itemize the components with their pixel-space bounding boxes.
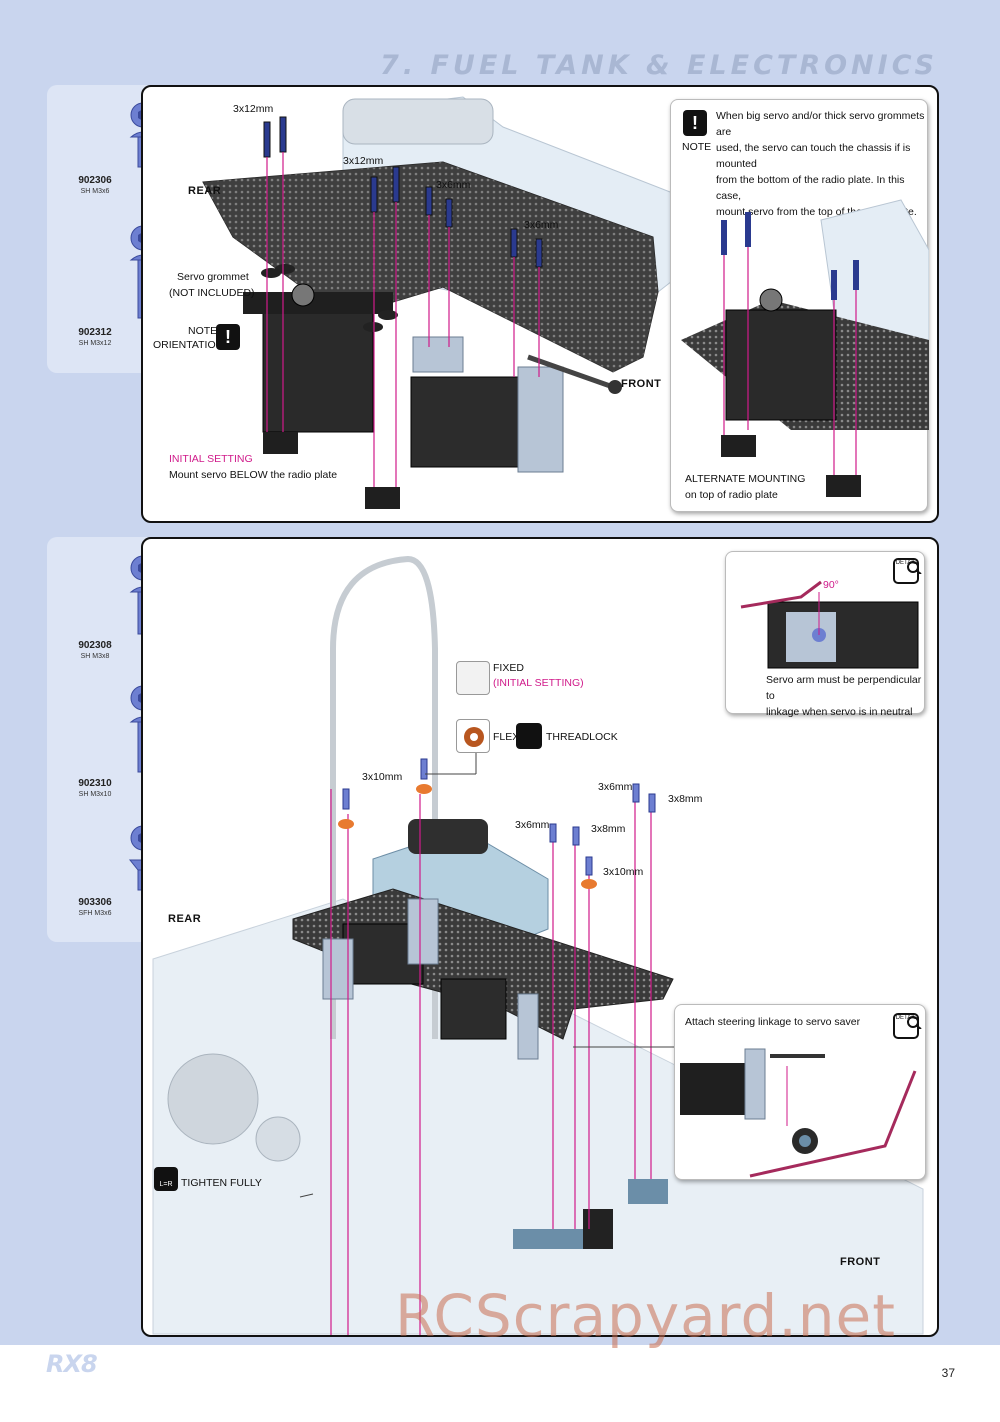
- screw-size-label: 3x12mm: [343, 155, 384, 167]
- part-code: 902308: [78, 640, 112, 651]
- warning-icon: !: [216, 324, 240, 350]
- alternate-mounting-inset: ! NOTE When big servo and/or thick servo…: [670, 99, 929, 512]
- screw-size-label: 3x12mm: [233, 103, 274, 115]
- grommet-note: (NOT INCLUDED): [169, 287, 255, 299]
- rear-label: REAR: [168, 913, 202, 925]
- servo-neutral-text: Servo arm must be perpendicular to linka…: [766, 672, 926, 720]
- initial-setting-desc: Mount servo BELOW the radio plate: [169, 469, 338, 481]
- step-2-panel: FIXED (INITIAL SETTING) FLEX THREADLOCK …: [141, 537, 939, 1337]
- flex-label: FLEX: [493, 731, 520, 743]
- screw-size-label: 3x10mm: [603, 866, 644, 878]
- note-line: from the bottom of the radio plate. In t…: [716, 174, 905, 202]
- screw-size-label: 3x10mm: [362, 771, 403, 783]
- orientation-label: ORIENTATION: [153, 339, 224, 351]
- detail-icon-text: DETAIL: [895, 560, 917, 566]
- angle-label: 90°: [823, 579, 839, 591]
- screw-size-label: 3x6mm: [524, 219, 559, 231]
- fixed-label: FIXED: [493, 662, 524, 674]
- part-code: 903306: [78, 897, 112, 908]
- part-902312: 902312 SH M3x12: [47, 220, 157, 370]
- detail-magnify-icon: DETAIL: [893, 1013, 922, 1039]
- servo-neutral-detail: DETAIL 90° Servo arm must be perpendicul…: [725, 551, 925, 718]
- front-label: FRONT: [621, 378, 662, 390]
- servo-mount-illustration: [202, 96, 704, 509]
- detail-icon-text: DETAIL: [895, 1015, 917, 1021]
- screw-size-label: 3x8mm: [668, 793, 703, 805]
- threadlock-label: THREADLOCK: [546, 731, 618, 743]
- part-code: 902306: [78, 175, 112, 186]
- screw-size-label: 3x6mm: [598, 781, 633, 793]
- watermark-text: RCScrapyard.net: [395, 1282, 896, 1350]
- rear-label: REAR: [188, 185, 222, 197]
- alternate-mounting-desc: on top of radio plate: [685, 489, 778, 501]
- screw-size-label: 3x8mm: [591, 823, 626, 835]
- screw-size-label: 3x6mm: [436, 179, 471, 191]
- detail-line: linkage when servo is in neutral: [766, 706, 913, 718]
- screw-size-label: 3x6mm: [515, 819, 550, 831]
- detail-magnify-icon: DETAIL: [893, 558, 922, 584]
- part-code: 902312: [78, 327, 112, 338]
- alternate-mount-illustration: [681, 199, 929, 497]
- note-label: NOTE: [188, 325, 218, 337]
- initial-setting-title: INITIAL SETTING: [169, 453, 253, 465]
- part-spec: SH M3x12: [78, 340, 112, 347]
- part-spec: SFH M3x6: [78, 910, 112, 917]
- tighten-fully-label: TIGHTEN FULLY: [181, 1177, 262, 1189]
- part-spec: SH M3x10: [78, 791, 112, 798]
- warning-icon: !: [683, 110, 707, 136]
- linkage-detail-title: Attach steering linkage to servo saver: [685, 1016, 861, 1028]
- front-label: FRONT: [840, 1256, 881, 1268]
- servo-neutral-illustration: [740, 580, 919, 669]
- rx8-logo: RX8: [46, 1350, 98, 1378]
- threadlock-icon: [516, 723, 542, 749]
- grommet-label: Servo grommet: [177, 271, 249, 283]
- step-1-panel: 3x12mm 3x12mm 3x6mm 3x6mm REAR FRONT Ser…: [141, 85, 939, 523]
- radio-plate-assembly-illustration: [152, 555, 924, 1335]
- fixed-initial-label: (INITIAL SETTING): [493, 677, 584, 689]
- note-box-label: NOTE: [682, 141, 712, 153]
- steering-linkage-illustration: [680, 1048, 917, 1178]
- fixed-icon: [456, 661, 490, 695]
- alternate-mounting-title: ALTERNATE MOUNTING: [685, 473, 806, 485]
- note-line: used, the servo can touch the chassis if…: [716, 142, 911, 170]
- part-spec: SH M3x8: [80, 653, 110, 660]
- flex-icon: [456, 719, 490, 753]
- steering-linkage-detail: DETAIL Attach steering linkage to servo …: [674, 1004, 926, 1180]
- part-spec: SH M3x6: [80, 188, 110, 195]
- note-line: When big servo and/or thick servo gromme…: [716, 110, 925, 138]
- tighten-icon: L=R: [154, 1167, 178, 1191]
- part-code: 902310: [78, 778, 112, 789]
- page-title: 7. FUEL TANK & ELECTRONICS: [380, 50, 938, 81]
- page-number: 37: [941, 1366, 955, 1380]
- detail-line: Servo arm must be perpendicular to: [766, 674, 922, 702]
